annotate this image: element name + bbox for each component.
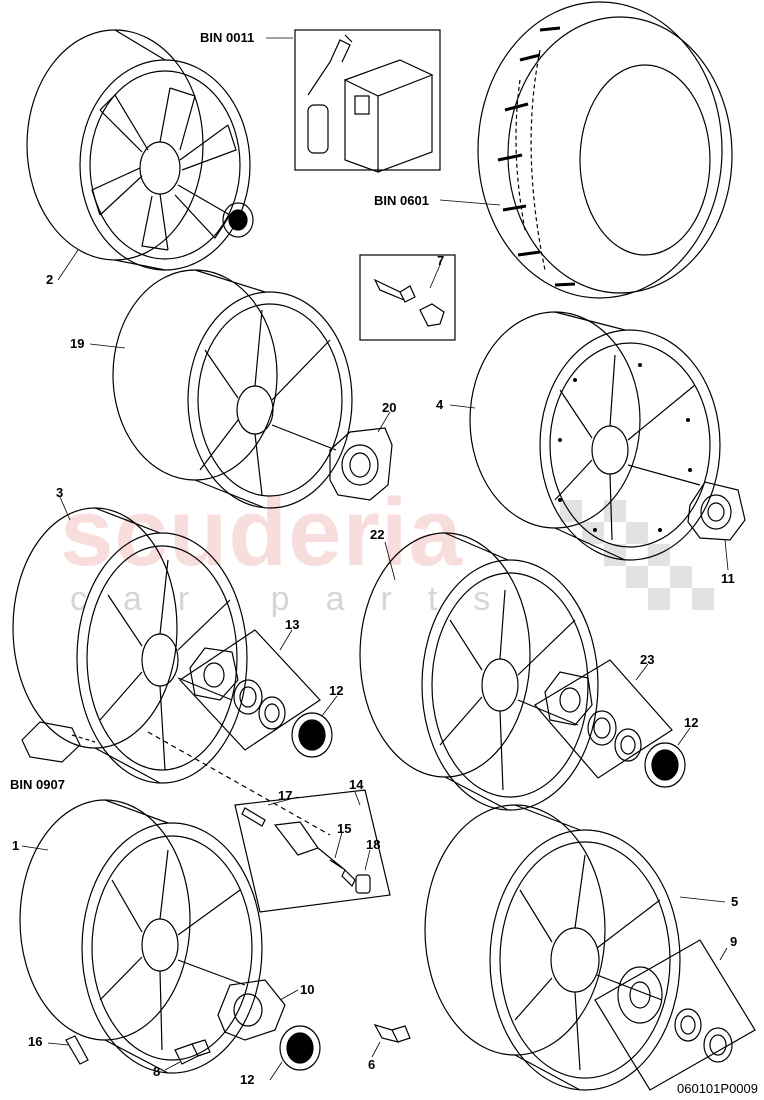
label-bin-0601[interactable]: BIN 0601 xyxy=(374,193,429,208)
label-part-9[interactable]: 9 xyxy=(730,934,738,949)
wheel-19 xyxy=(112,269,353,509)
label-part-16[interactable]: 16 xyxy=(28,1034,43,1049)
watermark-flag-icon xyxy=(560,500,714,610)
label-part-6[interactable]: 6 xyxy=(368,1057,376,1072)
label-part-14[interactable]: 14 xyxy=(349,777,364,792)
tool-kit-box xyxy=(294,29,441,173)
label-bin-0907[interactable]: BIN 0907 xyxy=(10,777,65,792)
wheel-22 xyxy=(359,532,599,811)
wheel-weight-16-icon xyxy=(65,1035,89,1065)
label-part-17[interactable]: 17 xyxy=(278,788,293,803)
tpms-sensor-icon xyxy=(21,721,96,763)
label-part-8[interactable]: 8 xyxy=(153,1064,161,1079)
leader-lines xyxy=(21,37,729,1081)
label-part-7[interactable]: 7 xyxy=(437,253,445,268)
center-cap-icon xyxy=(222,202,254,238)
lock-bolt-6-icon xyxy=(373,1024,411,1043)
badge-cap-12b-icon xyxy=(644,742,686,788)
valve-kit-14 xyxy=(234,789,391,913)
label-part-5[interactable]: 5 xyxy=(731,894,739,909)
label-part-13[interactable]: 13 xyxy=(285,617,300,632)
wheel-hardware-kit-13 xyxy=(179,629,321,751)
wheel-5 xyxy=(424,804,681,1091)
label-part-23[interactable]: 23 xyxy=(640,652,655,667)
drawing-code: 060101P0009 xyxy=(677,1081,758,1096)
label-part-3[interactable]: 3 xyxy=(56,485,64,500)
label-part-12-b[interactable]: 12 xyxy=(684,715,699,730)
label-part-20[interactable]: 20 xyxy=(382,400,397,415)
label-part-11[interactable]: 11 xyxy=(721,571,735,586)
watermark-car-parts: car parts xyxy=(70,580,527,618)
label-part-12-c[interactable]: 12 xyxy=(240,1072,255,1087)
hub-cap-11 xyxy=(687,481,746,541)
hub-cap-20 xyxy=(329,427,393,501)
tyre xyxy=(477,1,733,299)
wheel-2 xyxy=(26,29,251,271)
wheel-hardware-kit-23 xyxy=(534,659,673,779)
watermark-scuderia: scuderia xyxy=(60,479,463,586)
label-part-2[interactable]: 2 xyxy=(46,272,54,287)
label-part-4[interactable]: 4 xyxy=(436,397,444,412)
label-part-18[interactable]: 18 xyxy=(366,837,381,852)
wheel-bolt-icon xyxy=(359,254,456,341)
label-part-15[interactable]: 15 xyxy=(337,821,352,836)
lug-bolt-8-icon xyxy=(174,1039,211,1065)
label-part-12-a[interactable]: 12 xyxy=(329,683,344,698)
label-part-10[interactable]: 10 xyxy=(300,982,315,997)
label-part-22[interactable]: 22 xyxy=(370,527,385,542)
badge-cap-12c-icon xyxy=(279,1025,321,1071)
badge-cap-12a-icon xyxy=(291,712,333,758)
hub-cap-10 xyxy=(217,979,286,1041)
label-part-19[interactable]: 19 xyxy=(70,336,85,351)
wheel-1 xyxy=(19,799,263,1074)
wheel-hardware-kit-9 xyxy=(594,939,756,1091)
wheel-4 xyxy=(469,311,721,561)
label-part-1[interactable]: 1 xyxy=(12,838,20,853)
label-bin-0011[interactable]: BIN 0011 xyxy=(200,30,255,45)
wheel-3 xyxy=(12,507,331,836)
